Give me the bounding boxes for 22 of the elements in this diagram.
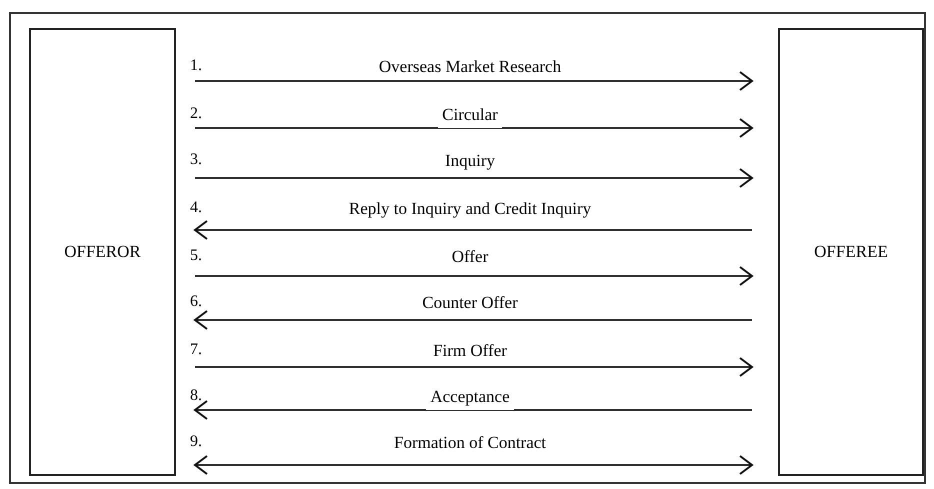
arrow [195,357,753,377]
step-number: 8. [190,386,202,406]
step-number: 4. [190,198,202,218]
party-name: OFFEREE [814,241,888,264]
arrow [194,455,753,475]
step-number: 5. [190,246,202,266]
arrow [195,266,753,286]
step-number: 3. [190,150,202,170]
step-number: 6. [190,292,202,312]
step-number: 7. [190,340,202,360]
step-number: 2. [190,104,202,124]
party-box [778,28,924,476]
arrow [195,118,753,138]
arrow [194,310,752,330]
arrow [195,71,753,91]
party-name: OFFEROR [64,241,141,264]
arrow [195,168,753,188]
step-number: 9. [190,432,202,452]
arrow [194,400,752,420]
party-box [29,28,176,476]
step-number: 1. [190,56,202,76]
arrow [194,220,752,240]
